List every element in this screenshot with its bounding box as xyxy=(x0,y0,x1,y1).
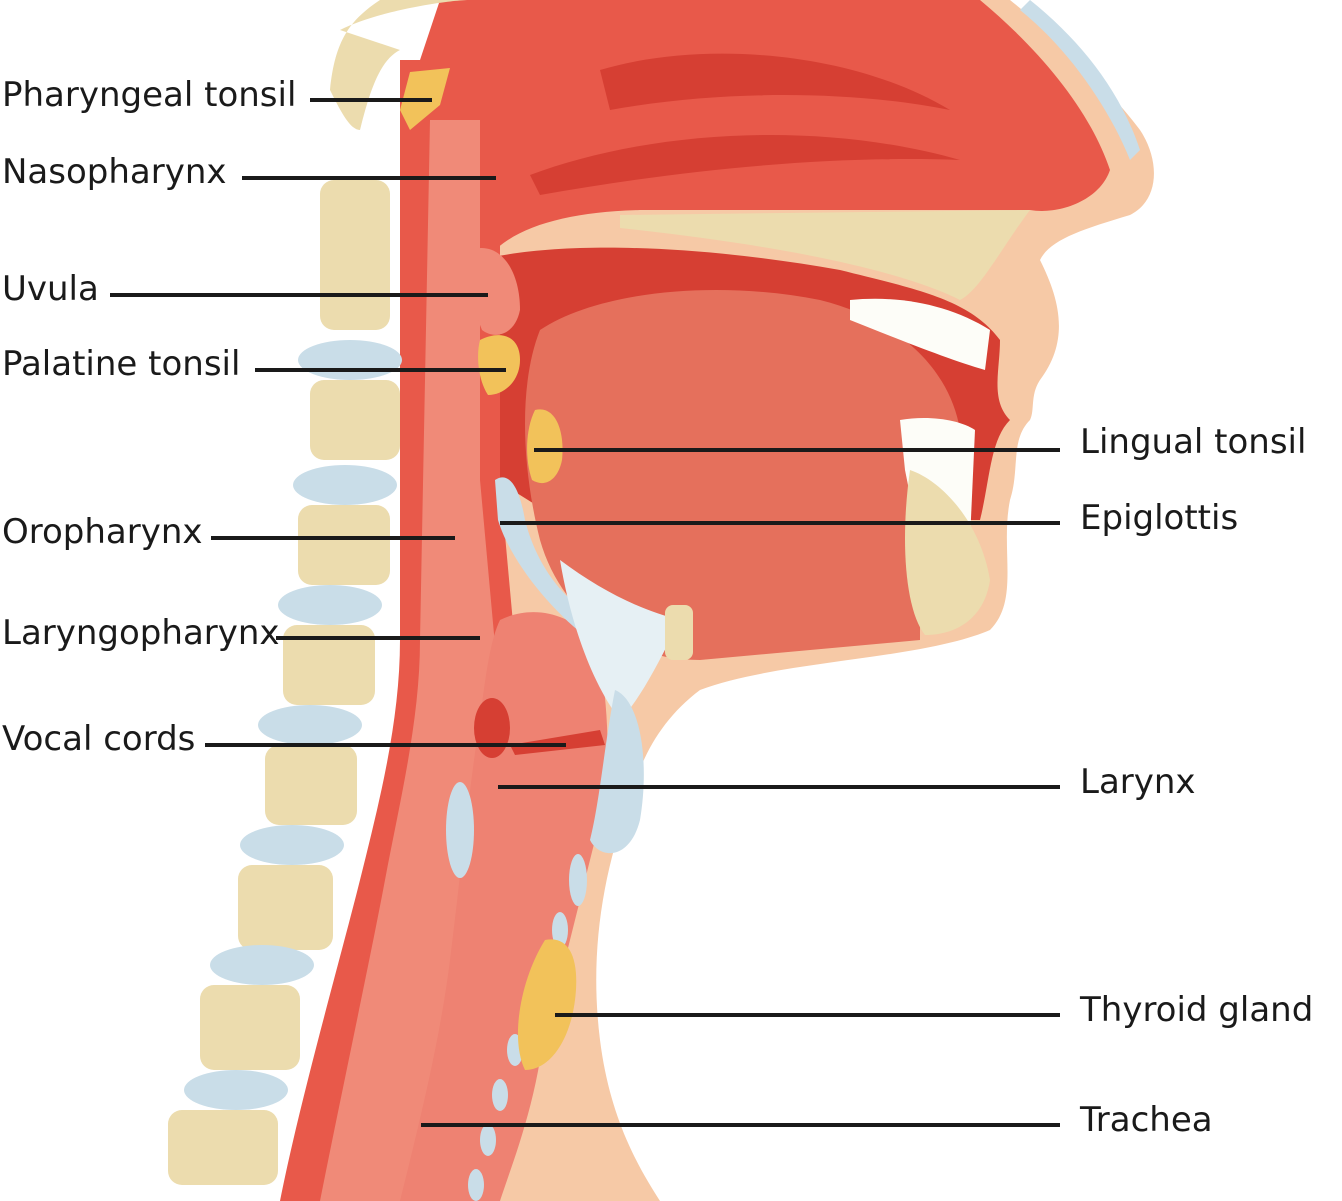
upper-teeth xyxy=(850,298,990,370)
tongue xyxy=(525,290,960,660)
uvula-shape xyxy=(468,248,520,335)
label-oropharynx: Oropharynx xyxy=(2,512,203,552)
palatine-tonsil-shape xyxy=(478,335,520,395)
vocal-fold xyxy=(510,730,605,755)
lingual-tonsil-shape xyxy=(527,409,563,484)
nasal-concha-1 xyxy=(600,53,950,110)
label-lingual-tonsil: Lingual tonsil xyxy=(1080,422,1307,462)
thyroid-gland xyxy=(517,939,577,1070)
nasal-concha-2 xyxy=(530,134,960,195)
cricoid-cartilage xyxy=(446,782,474,878)
label-palatine-tonsil: Palatine tonsil xyxy=(2,344,241,384)
label-nasopharynx: Nasopharynx xyxy=(2,152,227,192)
label-thyroid-gland: Thyroid gland xyxy=(1080,990,1314,1030)
mandible xyxy=(905,470,990,635)
label-vocal-cords: Vocal cords xyxy=(2,719,196,759)
trachea-tube xyxy=(400,612,608,1201)
label-epiglottis: Epiglottis xyxy=(1080,498,1239,538)
label-laryngopharynx: Laryngopharynx xyxy=(2,613,280,653)
thyroid-cartilage xyxy=(590,690,644,854)
label-pharyngeal-tonsil: Pharyngeal tonsil xyxy=(2,75,297,115)
nose-cartilage xyxy=(1020,0,1140,160)
epiglottis xyxy=(495,477,600,640)
hyoid-bone xyxy=(665,605,693,660)
label-trachea: Trachea xyxy=(1080,1100,1213,1140)
hard-palate xyxy=(620,210,1030,300)
hyoid-membrane xyxy=(560,560,680,720)
label-uvula: Uvula xyxy=(2,269,99,309)
label-larynx: Larynx xyxy=(1080,762,1196,802)
